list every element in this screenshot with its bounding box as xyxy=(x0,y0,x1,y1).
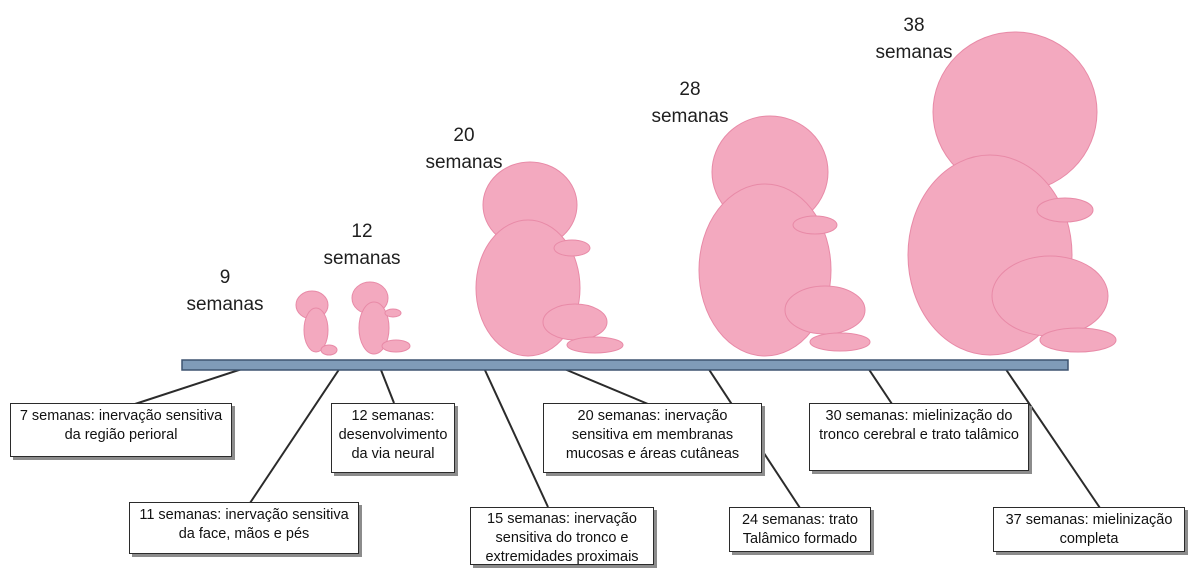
stage-number: 38 xyxy=(864,12,964,39)
fetus-38-weeks xyxy=(908,32,1116,355)
connector-15w xyxy=(484,368,548,507)
stage-unit: semanas xyxy=(416,149,512,176)
fetus-12-weeks xyxy=(352,282,410,354)
connector-12w xyxy=(381,370,394,403)
callout-24-weeks: 24 semanas: trato Talâmico formado xyxy=(729,507,871,552)
callout-30-weeks: 30 semanas: mielinização do tronco cereb… xyxy=(809,403,1029,471)
fetus-20-weeks xyxy=(476,162,623,356)
connector-7w xyxy=(135,368,245,404)
stage-unit: semanas xyxy=(314,245,410,272)
stage-label-12: 12 semanas xyxy=(314,218,410,272)
timeline-bar xyxy=(182,360,1068,370)
callout-15-weeks: 15 semanas: inervação sensitiva do tronc… xyxy=(470,507,654,565)
stage-label-9: 9 semanas xyxy=(186,264,264,318)
stage-number: 28 xyxy=(640,76,740,103)
connector-11w xyxy=(250,368,340,503)
callout-11-weeks: 11 semanas: inervação sensitiva da face,… xyxy=(129,502,359,554)
stage-number: 20 xyxy=(416,122,512,149)
stage-number: 12 xyxy=(314,218,410,245)
stage-label-38: 38 semanas xyxy=(864,12,964,66)
stage-number: 9 xyxy=(186,264,264,291)
stage-unit: semanas xyxy=(864,39,964,66)
connector-20w xyxy=(562,368,648,404)
stage-unit: semanas xyxy=(186,291,264,318)
stage-label-28: 28 semanas xyxy=(640,76,740,130)
callout-12-weeks: 12 semanas: desenvolvimento da via neura… xyxy=(331,403,455,473)
callout-37-weeks: 37 semanas: mielinização completa xyxy=(993,507,1185,552)
stage-label-20: 20 semanas xyxy=(416,122,512,176)
stage-unit: semanas xyxy=(640,103,740,130)
callout-7-weeks: 7 semanas: inervação sensitiva da região… xyxy=(10,403,232,457)
connector-30w xyxy=(868,368,892,404)
fetus-9-weeks xyxy=(296,291,337,355)
callout-20-weeks: 20 semanas: inervação sensitiva em membr… xyxy=(543,403,762,473)
fetus-28-weeks xyxy=(699,116,870,356)
